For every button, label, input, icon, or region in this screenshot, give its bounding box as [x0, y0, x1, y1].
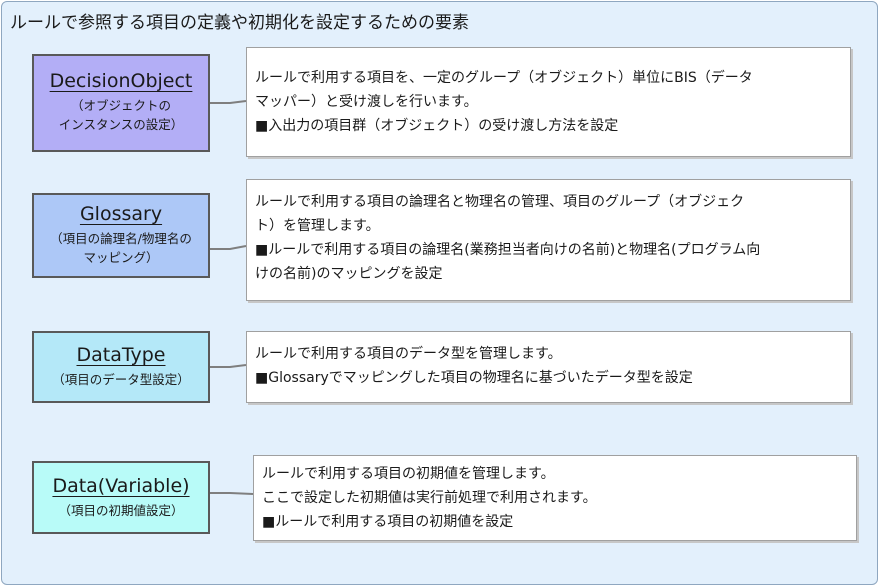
entity-decision-object: DecisionObject （オブジェクトの インスタンスの設定）: [32, 54, 210, 152]
entity-name: Data(Variable): [52, 475, 190, 497]
description-decision-object: ルールで利用する項目を、一定のグループ（オブジェクト）単位にBIS（データ マッ…: [246, 47, 851, 157]
entity-name: DataType: [76, 344, 166, 366]
description-data-type: ルールで利用する項目のデータ型を管理します。 ■Glossaryでマッピングした…: [246, 331, 851, 403]
entity-subtitle: （項目のデータ型設定）: [52, 372, 190, 387]
diagram-title: ルールで参照する項目の定義や初期化を設定するための要素: [10, 13, 469, 33]
entity-subtitle: （オブジェクトの インスタンスの設定）: [58, 98, 184, 132]
entity-data-type: DataType （項目のデータ型設定）: [32, 331, 210, 403]
entity-glossary: Glossary （項目の論理名/物理名の マッピング）: [32, 193, 210, 278]
entity-subtitle: （項目の論理名/物理名の マッピング）: [50, 231, 192, 265]
description-data-variable: ルールで利用する項目の初期値を管理します。 ここで設定した初期値は実行前処理で利…: [253, 455, 857, 541]
entity-name: DecisionObject: [49, 70, 193, 92]
connector-data-variable: [210, 492, 254, 495]
entity-name: Glossary: [79, 203, 163, 225]
connector-glossary: [210, 245, 247, 250]
entity-data-variable: Data(Variable) （項目の初期値設定）: [32, 461, 210, 534]
entity-subtitle: （項目の初期値設定）: [58, 503, 184, 518]
description-glossary: ルールで利用する項目の論理名と物理名の管理、項目のグループ（オブジェク ト）を管…: [246, 179, 851, 301]
connector-data-type: [210, 364, 247, 368]
connector-decision-object: [210, 100, 247, 104]
